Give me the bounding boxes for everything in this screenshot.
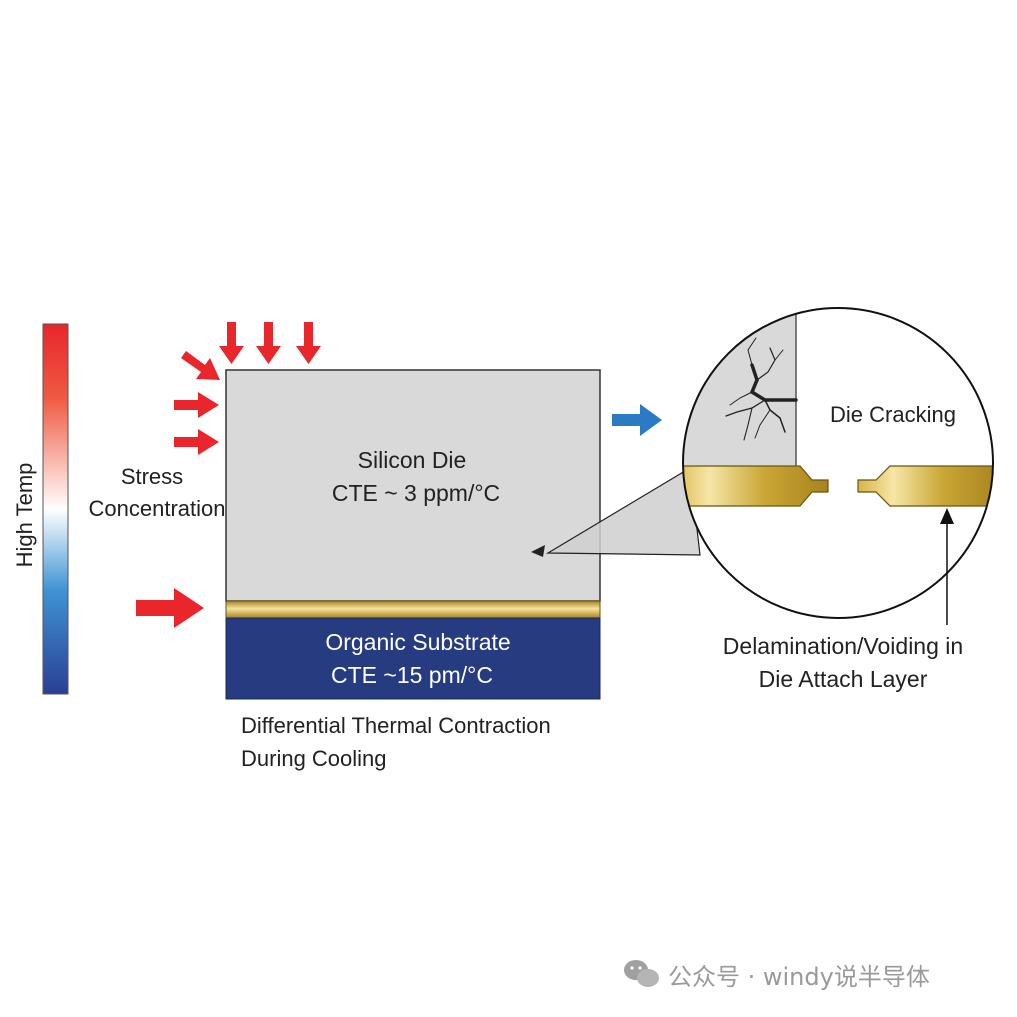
stress-label-line2: Concentration bbox=[89, 496, 226, 521]
caption-line2: During Cooling bbox=[241, 746, 387, 771]
die-cte: CTE ~ 3 ppm/°C bbox=[332, 480, 500, 506]
stress-arrow-diagonal bbox=[181, 351, 220, 380]
stress-arrow-side-1 bbox=[174, 392, 219, 418]
crack-lines bbox=[725, 337, 798, 441]
die-attach-layer bbox=[225, 600, 601, 619]
die-name: Silicon Die bbox=[358, 447, 467, 473]
stress-arrow-side-2 bbox=[174, 429, 219, 455]
stress-arrow-large bbox=[136, 588, 204, 628]
watermark-text: 公众号 · windy说半导体 bbox=[668, 963, 930, 991]
zoom-attach-left bbox=[683, 465, 829, 507]
package-stack bbox=[225, 369, 601, 700]
stress-label-line1: Stress bbox=[121, 464, 183, 489]
zoom-die-region bbox=[683, 308, 796, 466]
zoom-pointer-arrowhead bbox=[531, 545, 545, 557]
stress-arrow-top-2 bbox=[256, 322, 281, 364]
colorbar-gradient bbox=[42, 323, 69, 695]
zoom-attach-right bbox=[857, 465, 993, 507]
substrate-name: Organic Substrate bbox=[325, 629, 510, 655]
zoom-circle-border bbox=[682, 307, 994, 619]
crack-label: Die Cracking bbox=[830, 402, 956, 427]
watermark: 公众号 · windy说半导体 bbox=[624, 960, 930, 991]
caption-line1: Differential Thermal Contraction bbox=[241, 713, 551, 738]
delam-label-line2: Die Attach Layer bbox=[759, 666, 928, 692]
zoom-detail bbox=[682, 307, 994, 619]
delam-label-line1: Delamination/Voiding in bbox=[723, 633, 963, 659]
delamination-pointer bbox=[940, 508, 954, 625]
stress-arrows bbox=[136, 322, 321, 628]
wechat-icon bbox=[624, 960, 659, 987]
zoom-arrow bbox=[612, 404, 662, 436]
colorbar-label: High Temp bbox=[12, 463, 37, 568]
temperature-colorbar: High Temp bbox=[12, 323, 69, 695]
stress-arrow-top-1 bbox=[219, 322, 244, 364]
stress-arrow-top-3 bbox=[296, 322, 321, 364]
organic-substrate bbox=[225, 617, 601, 700]
substrate-cte: CTE ~15 pm/°C bbox=[331, 662, 493, 688]
